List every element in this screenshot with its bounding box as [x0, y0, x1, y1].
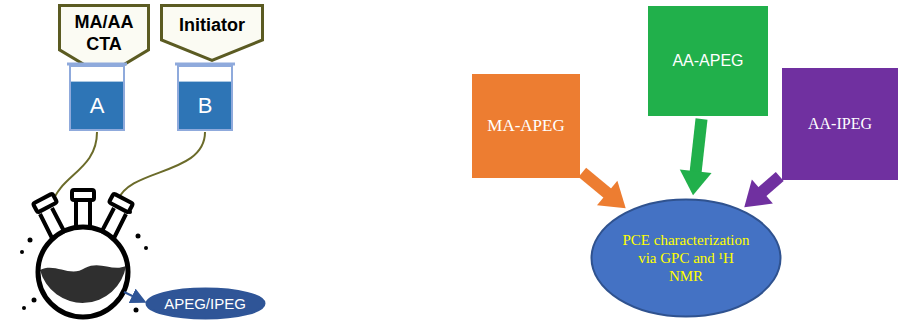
node-label: Initiator [179, 15, 245, 37]
feed-tube [52, 132, 97, 204]
node-label: AA-APEG [672, 51, 743, 70]
node-label: A [90, 93, 105, 119]
characterization-ellipse: PCE characterization via GPC and ¹H NMR [590, 198, 782, 318]
node-label: B [198, 93, 213, 119]
feed-tube [118, 132, 205, 200]
block-arrow [680, 119, 712, 195]
beaker: B [175, 62, 235, 132]
monomer-ellipse: APEG/IPEG [145, 287, 266, 320]
block-arrow [582, 172, 625, 208]
polymer-box: AA-IPEG [782, 68, 898, 180]
flask-necks [33, 190, 133, 240]
block-arrow [744, 176, 779, 207]
decor-dots [20, 210, 148, 313]
node-label: APEG/IPEG [164, 295, 246, 313]
node-label: MA/AA CTA [67, 12, 141, 55]
flask-liquid [40, 265, 126, 303]
node-label: AA-IPEG [808, 114, 872, 133]
polymer-box: AA-APEG [648, 6, 768, 116]
feed-arrow [124, 292, 143, 301]
node-label: MA-APEG [487, 116, 564, 136]
reagent-label: Initiator [160, 4, 264, 62]
node-label: PCE characterization via GPC and ¹H NMR [622, 231, 750, 285]
polymer-box: MA-APEG [472, 74, 580, 178]
beaker: A [67, 62, 127, 132]
